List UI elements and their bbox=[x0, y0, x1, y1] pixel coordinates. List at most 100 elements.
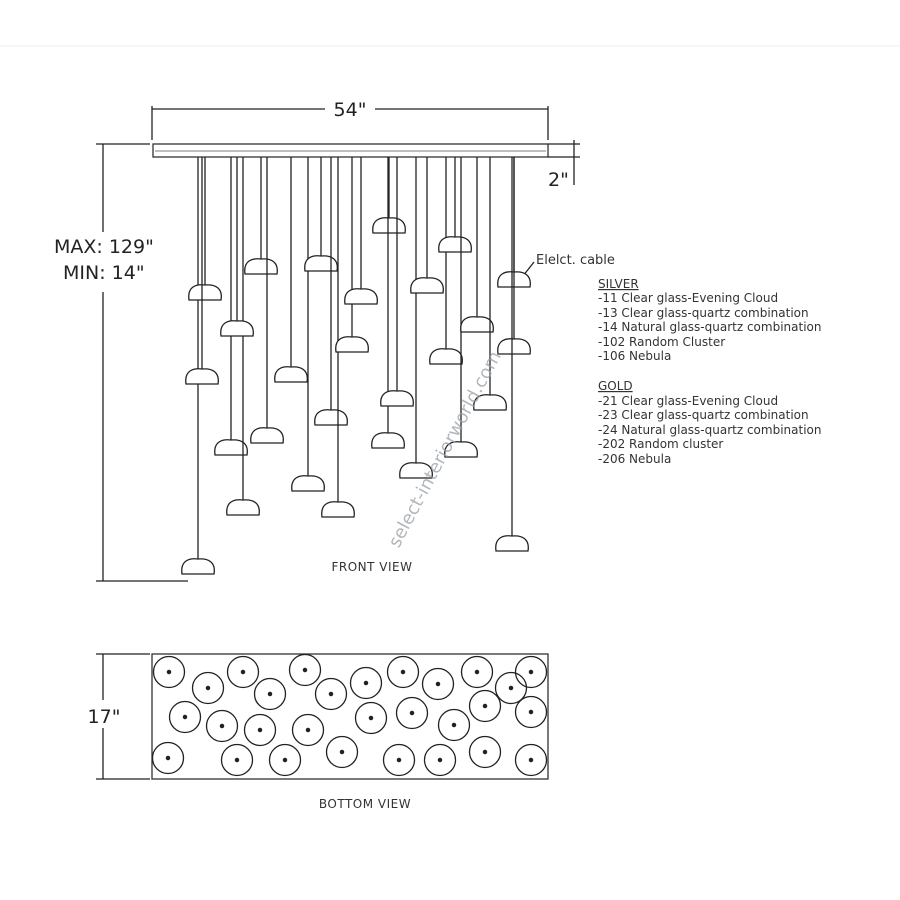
pendant-disc-center bbox=[482, 749, 488, 755]
pendant-disc-center bbox=[368, 715, 374, 721]
glass-pendant bbox=[314, 409, 348, 426]
pendant-disc-center bbox=[302, 667, 308, 673]
gold-item: -202 Random cluster bbox=[598, 437, 723, 451]
min-drop-label: MIN: 14" bbox=[63, 262, 145, 284]
pendant-disc bbox=[421, 667, 455, 701]
pendant-disc bbox=[243, 713, 277, 747]
glass-pendant bbox=[380, 390, 414, 407]
pendant-disc bbox=[423, 743, 457, 777]
glass-pendant bbox=[250, 427, 284, 444]
disc-array bbox=[151, 653, 548, 777]
canopy bbox=[152, 143, 549, 158]
pendant-disc-center bbox=[528, 709, 534, 715]
pendant-disc-center bbox=[219, 723, 225, 729]
pendant-disc-center bbox=[363, 680, 369, 686]
pendant-disc-center bbox=[528, 669, 534, 675]
pendant-disc bbox=[268, 743, 302, 777]
pendants bbox=[181, 157, 531, 575]
glass-pendant bbox=[244, 258, 278, 275]
pendant-disc bbox=[382, 743, 416, 777]
pendant-disc bbox=[291, 713, 325, 747]
pendant-disc-center bbox=[451, 722, 457, 728]
pendant-disc bbox=[437, 708, 471, 742]
glass-pendant bbox=[410, 277, 444, 294]
pendant-disc-center bbox=[165, 755, 171, 761]
pendant-disc-center bbox=[205, 685, 211, 691]
glass-pendant bbox=[371, 432, 405, 449]
silver-item: -13 Clear glass-quartz combination bbox=[598, 306, 809, 320]
pendant-disc-center bbox=[435, 681, 441, 687]
front-view bbox=[96, 106, 580, 582]
glass-pendant bbox=[444, 441, 478, 458]
pendant-disc bbox=[151, 741, 185, 775]
pendant-disc-center bbox=[528, 757, 534, 763]
finish-legend: SILVER -11 Clear glass-Evening Cloud -13… bbox=[598, 277, 821, 466]
front-view-label: FRONT VIEW bbox=[331, 560, 412, 574]
pendant-disc bbox=[494, 671, 528, 705]
pendant-disc-center bbox=[409, 710, 415, 716]
gold-heading: GOLD bbox=[598, 379, 633, 393]
canopy-height-label: 2" bbox=[548, 169, 569, 191]
glass-pendant bbox=[344, 288, 378, 305]
pendant-disc bbox=[514, 695, 548, 729]
pendant-disc bbox=[460, 655, 494, 689]
gold-item: -21 Clear glass-Evening Cloud bbox=[598, 394, 778, 408]
pendant-disc bbox=[386, 655, 420, 689]
silver-item: -102 Random Cluster bbox=[598, 335, 725, 349]
pendant-disc-center bbox=[396, 757, 402, 763]
gold-item: -206 Nebula bbox=[598, 452, 671, 466]
pendant-disc-center bbox=[240, 669, 246, 675]
pendant-disc bbox=[514, 655, 548, 689]
glass-pendant bbox=[335, 336, 369, 353]
depth-dimension-label: 17" bbox=[88, 706, 121, 728]
pendant-disc-center bbox=[305, 727, 311, 733]
glass-pendant bbox=[304, 255, 338, 272]
pendant-disc-center bbox=[328, 691, 334, 697]
pendant-disc-center bbox=[182, 714, 188, 720]
glass-pendant bbox=[321, 501, 355, 518]
bottom-view bbox=[96, 653, 549, 780]
glass-pendant bbox=[226, 499, 260, 516]
pendant-disc bbox=[325, 735, 359, 769]
glass-pendant bbox=[274, 366, 308, 383]
gold-item: -23 Clear glass-quartz combination bbox=[598, 408, 809, 422]
pendant-disc-center bbox=[508, 685, 514, 691]
glass-pendant bbox=[497, 338, 531, 355]
pendant-disc-center bbox=[282, 757, 288, 763]
gold-item: -24 Natural glass-quartz combination bbox=[598, 423, 821, 437]
pendant-disc bbox=[253, 677, 287, 711]
glass-pendant bbox=[460, 316, 494, 333]
pendant-disc bbox=[191, 671, 225, 705]
pendant-disc-center bbox=[257, 727, 263, 733]
pendant-disc bbox=[468, 735, 502, 769]
pendant-disc bbox=[168, 700, 202, 734]
glass-pendant bbox=[181, 558, 215, 575]
pendant-disc bbox=[152, 655, 186, 689]
glass-pendant bbox=[291, 475, 325, 492]
pendant-disc-center bbox=[166, 669, 172, 675]
glass-pendant bbox=[220, 320, 254, 337]
pendant-disc-center bbox=[339, 749, 345, 755]
silver-item: -14 Natural glass-quartz combination bbox=[598, 320, 821, 334]
glass-pendant bbox=[188, 284, 222, 301]
pendant-disc bbox=[468, 689, 502, 723]
pendant-disc bbox=[514, 743, 548, 777]
pendant-disc bbox=[395, 696, 429, 730]
glass-pendant bbox=[185, 368, 219, 385]
glass-pendant bbox=[473, 394, 507, 411]
pendant-disc bbox=[314, 677, 348, 711]
glass-pendant bbox=[429, 348, 463, 365]
pendant-disc bbox=[220, 743, 254, 777]
bottom-view-label: BOTTOM VIEW bbox=[319, 797, 411, 811]
glass-pendant bbox=[214, 439, 248, 456]
width-dimension-label: 54" bbox=[334, 99, 367, 121]
max-drop-label: MAX: 129" bbox=[54, 236, 154, 258]
pendant-disc bbox=[354, 701, 388, 735]
pendant-disc bbox=[226, 655, 260, 689]
pendant-disc-center bbox=[234, 757, 240, 763]
pendant-disc-center bbox=[482, 703, 488, 709]
glass-pendant bbox=[372, 217, 406, 234]
pendant-disc bbox=[349, 666, 383, 700]
pendant-disc bbox=[205, 709, 239, 743]
